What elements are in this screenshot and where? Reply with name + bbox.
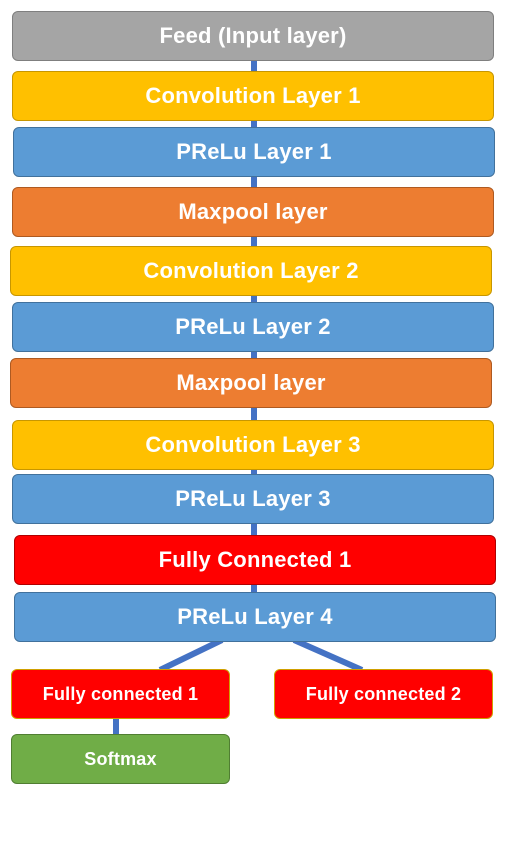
- maxpool-layer-2: Maxpool layer: [10, 358, 492, 408]
- softmax-connector: [113, 718, 119, 736]
- convolution-layer-1: Convolution Layer 1: [12, 71, 494, 121]
- branch-fully-connected-2: Fully connected 2: [274, 669, 493, 719]
- convolution-layer-3: Convolution Layer 3: [12, 420, 494, 470]
- convolution-layer-2: Convolution Layer 2: [10, 246, 492, 296]
- softmax-layer: Softmax: [11, 734, 230, 784]
- fully-connected-layer-1: Fully Connected 1: [14, 535, 496, 585]
- prelu-layer-4: PReLu Layer 4: [14, 592, 496, 642]
- feed-input-layer: Feed (Input layer): [12, 11, 494, 61]
- maxpool-layer-1: Maxpool layer: [12, 187, 494, 237]
- right-branch-line: [292, 637, 364, 673]
- prelu-layer-1: PReLu Layer 1: [13, 127, 495, 177]
- left-branch-line: [158, 637, 224, 673]
- prelu-layer-3: PReLu Layer 3: [12, 474, 494, 524]
- prelu-layer-2: PReLu Layer 2: [12, 302, 494, 352]
- branch-fully-connected-1: Fully connected 1: [11, 669, 230, 719]
